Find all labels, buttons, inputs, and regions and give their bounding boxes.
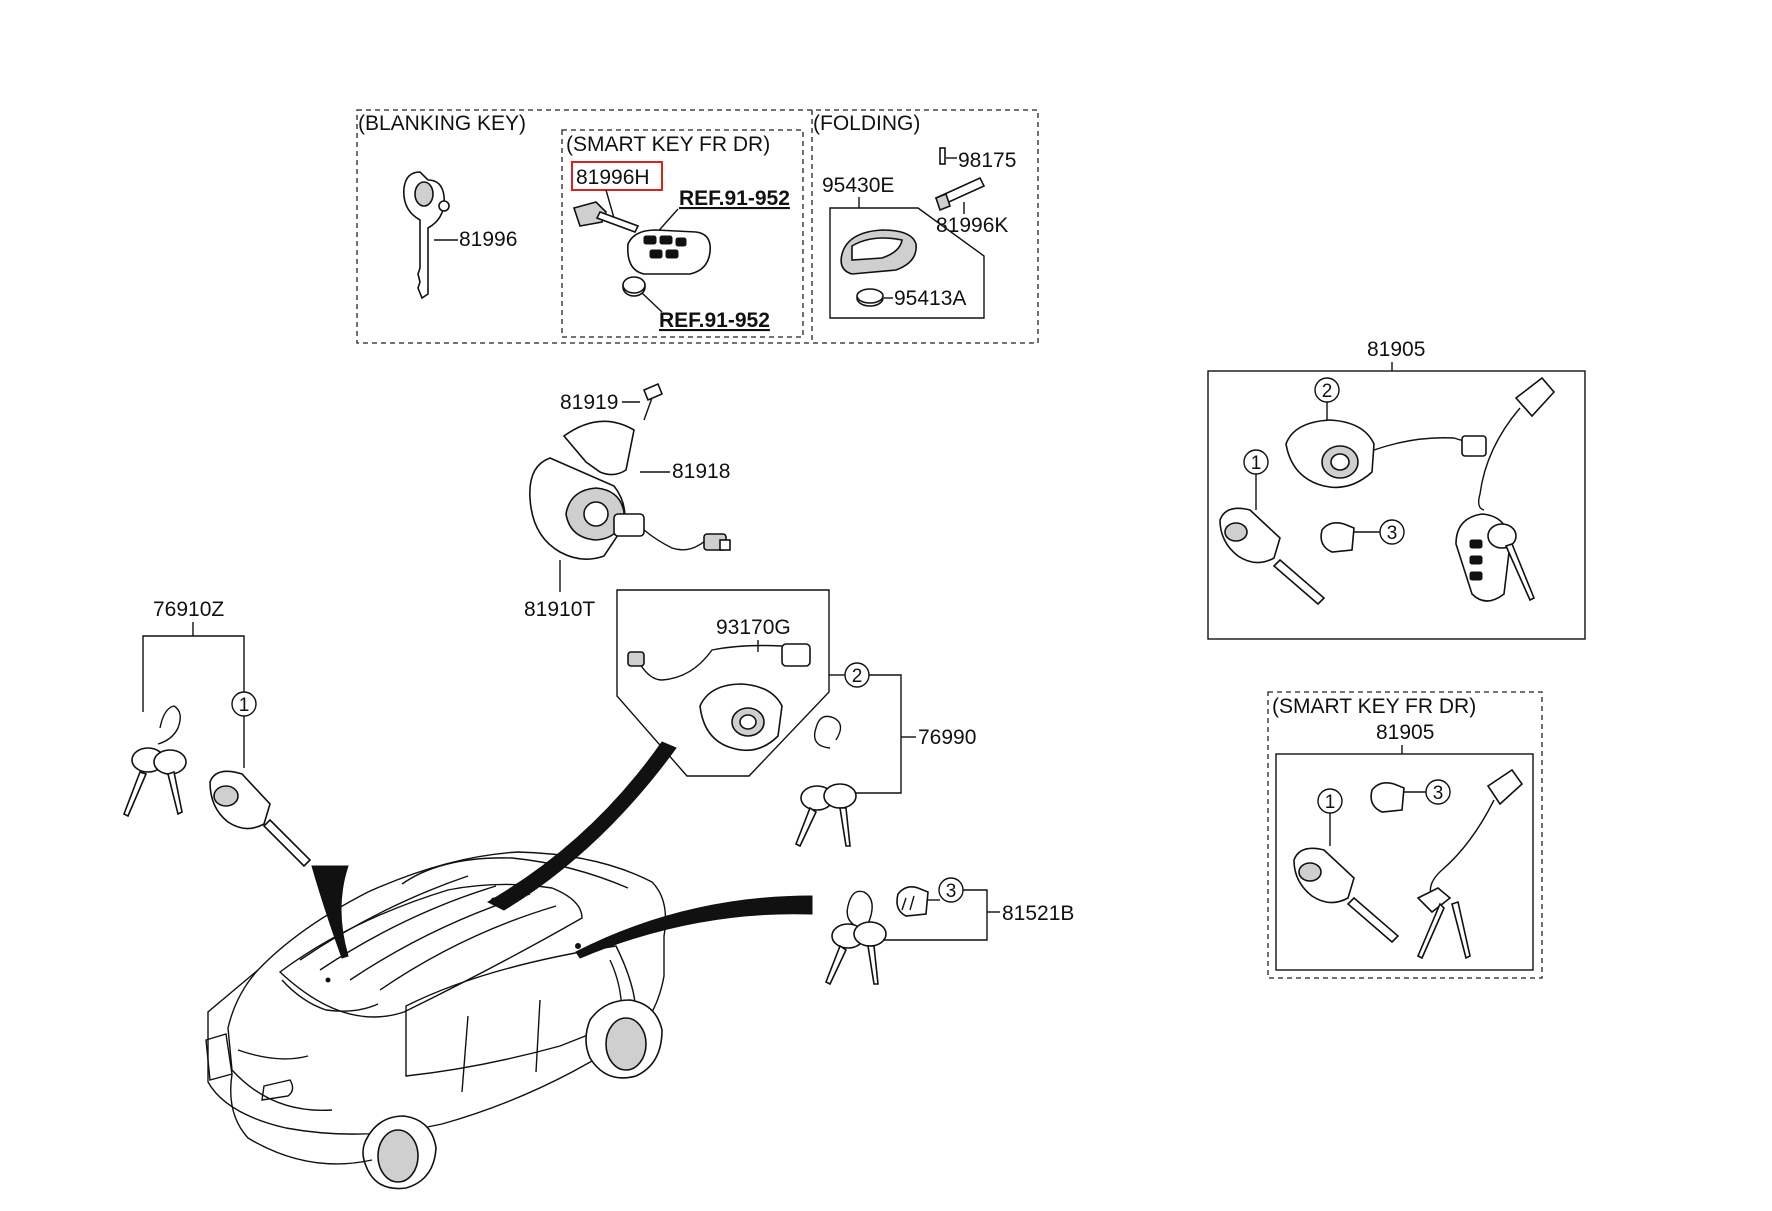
emergency-key-blade-icon	[572, 201, 640, 233]
bracket-81521b	[883, 889, 988, 941]
bracket-93170g	[616, 589, 830, 777]
pin-icon	[939, 147, 946, 165]
folding-bracket	[829, 207, 985, 319]
group-label-blanking-key: (BLANKING KEY)	[358, 112, 526, 135]
ignition-lock-icon	[529, 420, 731, 560]
callout-circle-3b	[1379, 519, 1405, 545]
group-label-folding: (FOLDING)	[813, 112, 920, 135]
callout-1b: 1	[1251, 453, 1262, 474]
keys-81521b-icon	[824, 890, 887, 986]
group-label-smart-key-right: (SMART KEY FR DR)	[1272, 695, 1476, 718]
part-label-95413a: 95413A	[894, 287, 966, 310]
ref-label-1: REF.91-952	[679, 187, 790, 210]
group-box-smart-key-top	[561, 129, 804, 338]
part-label-81918: 81918	[672, 460, 730, 483]
keys-76990-icon	[794, 715, 857, 848]
smart-key-fob-81905-icon	[1455, 376, 1556, 602]
blanking-key-icon	[403, 171, 450, 300]
part-label-93170g: 93170G	[716, 616, 791, 639]
bracket-76990	[821, 674, 902, 794]
door-cylinder-smart-icon	[1293, 847, 1400, 944]
trunk-lock-cylinder-icon	[699, 683, 783, 752]
box-81905	[1207, 370, 1586, 640]
group-label-smart-key-top: (SMART KEY FR DR)	[566, 133, 770, 156]
part-label-98175: 98175	[958, 149, 1016, 172]
ignition-cylinder-81905-icon	[1285, 419, 1487, 489]
bracket-76910z	[142, 635, 245, 712]
part-label-76990: 76990	[918, 726, 976, 749]
arrow-side-to-car	[575, 895, 813, 959]
folding-key-fob-icon	[840, 229, 917, 275]
lock-cap-smart-icon	[1370, 782, 1405, 813]
coin-battery-icon	[622, 276, 646, 297]
trunk-lock-wire-icon	[627, 643, 811, 681]
lock-cap-81905-icon	[1320, 522, 1355, 553]
lock-cylinder-81521b-icon	[896, 886, 929, 917]
part-label-81996h: 81996H	[576, 166, 650, 189]
smart-key-fob-icon	[627, 229, 712, 275]
callout-1c: 1	[1325, 792, 1336, 813]
ref-label-2: REF.91-952	[659, 309, 770, 332]
coin-battery-folding-icon	[856, 288, 884, 307]
callout-2a: 2	[852, 666, 863, 687]
callout-3a: 3	[946, 881, 957, 902]
callout-circle-3c	[1425, 779, 1451, 805]
group-box-top	[356, 109, 1039, 344]
part-label-81905-bottom: 81905	[1376, 721, 1434, 744]
keys-76910z-icon	[122, 705, 187, 818]
box-81905-smart	[1275, 753, 1534, 971]
door-lock-cylinder-icon	[209, 770, 312, 868]
part-label-76910z: 76910Z	[153, 598, 224, 621]
part-label-81996: 81996	[459, 228, 517, 251]
screw-icon	[642, 382, 664, 421]
smart-key-emergency-key-icon	[1416, 768, 1524, 960]
part-highlight-81996h	[571, 161, 663, 191]
folding-key-blade-icon	[934, 176, 986, 212]
group-box-smart-key-right	[1267, 691, 1543, 979]
arrow-trunk-to-car	[486, 741, 677, 911]
part-label-81521b: 81521B	[1002, 902, 1074, 925]
callout-2b: 2	[1322, 381, 1333, 402]
part-label-81996k: 81996K	[936, 214, 1008, 237]
callout-3c: 3	[1433, 783, 1444, 804]
part-label-81905-top: 81905	[1367, 338, 1425, 361]
leader-81996h	[605, 189, 615, 219]
callout-3b: 3	[1387, 523, 1398, 544]
part-label-81910t: 81910T	[524, 598, 595, 621]
leader-ref-2	[641, 292, 663, 313]
part-label-95430e: 95430E	[822, 174, 894, 197]
vehicle-outline-icon	[205, 851, 667, 1190]
callout-1a: 1	[239, 695, 250, 716]
part-label-81919: 81919	[560, 391, 618, 414]
door-cylinder-81905-icon	[1219, 507, 1326, 606]
